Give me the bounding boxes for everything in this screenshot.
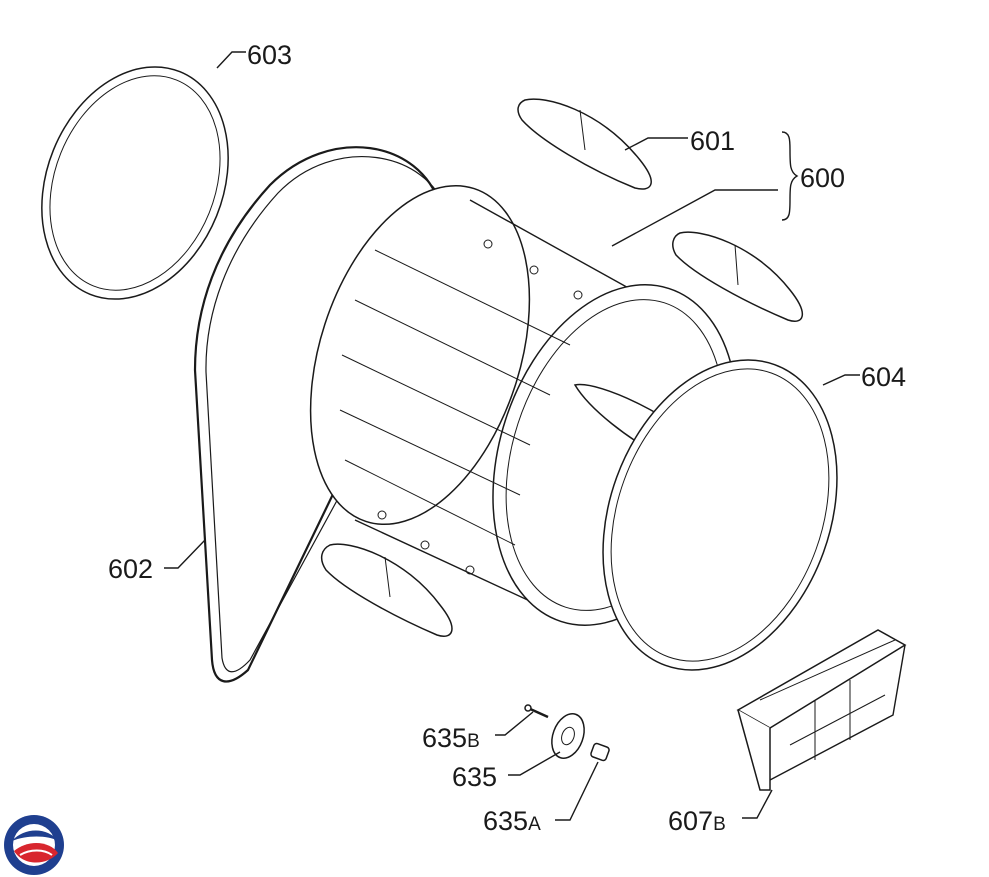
- label-635a: 635A: [483, 806, 541, 836]
- label-600: 600: [800, 163, 845, 193]
- label-635b: 635B: [422, 723, 480, 753]
- part-635-idler-pulley: [551, 713, 585, 759]
- leader-607b: [742, 789, 773, 819]
- leader-635: [508, 751, 561, 776]
- leader-602: [164, 539, 206, 569]
- part-635b-bolt: [524, 704, 549, 719]
- part-607b-filter-housing: [736, 629, 907, 791]
- label-601: 601: [690, 126, 735, 156]
- leader-600: [611, 189, 778, 247]
- part-601-baffle-top: [517, 98, 652, 190]
- label-607b: 607B: [668, 806, 726, 836]
- part-603-seal-ring: [41, 66, 229, 300]
- part-635a-bushing: [590, 742, 610, 762]
- part-604-front-ring: [602, 359, 838, 671]
- label-603: 603: [247, 40, 292, 70]
- label-602: 602: [108, 554, 153, 584]
- leader-635a: [555, 761, 599, 821]
- leader-604: [822, 374, 860, 386]
- brand-logo-icon: [4, 815, 64, 875]
- part-601-baffle-right: [672, 231, 803, 322]
- part-602-drive-belt: [193, 146, 448, 683]
- bracket-600: [781, 131, 799, 221]
- leader-635b: [495, 711, 534, 736]
- label-604: 604: [861, 362, 906, 392]
- leader-601: [624, 137, 688, 151]
- part-601-baffle-bottom: [320, 543, 453, 637]
- leader-603: [216, 51, 246, 69]
- label-635: 635: [452, 762, 497, 792]
